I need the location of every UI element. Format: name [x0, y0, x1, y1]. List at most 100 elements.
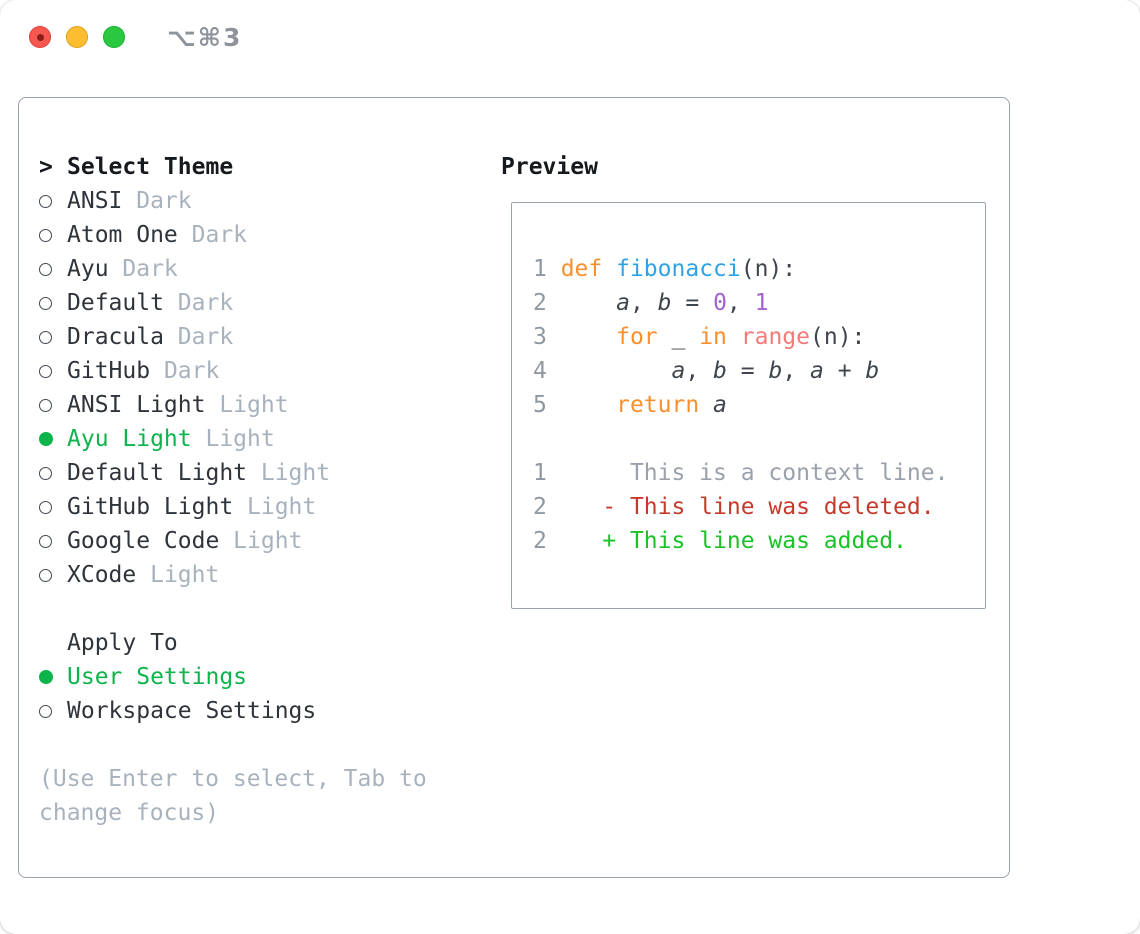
theme-variant-tag: Light — [247, 460, 331, 486]
window-controls — [29, 26, 125, 48]
code-token: (n): — [740, 256, 797, 282]
keyboard-hint: (Use Enter to select, Tab to change focu… — [39, 766, 427, 826]
code-token: _ — [657, 324, 700, 350]
theme-option-ansi-light-light[interactable]: ANSI Light Light — [39, 388, 489, 422]
option-label: Google Code — [67, 528, 220, 554]
option-label: Atom One — [67, 222, 178, 248]
code-token — [561, 358, 672, 384]
code-token: 1 — [754, 290, 769, 316]
code-line — [533, 422, 985, 456]
theme-option-dracula-dark[interactable]: Dracula Dark — [39, 320, 489, 354]
theme-option-ayu-light-light[interactable]: Ayu Light Light — [39, 422, 489, 456]
zoom-button[interactable] — [103, 26, 125, 48]
radio-selected-icon — [39, 432, 53, 446]
code-token: b — [657, 290, 672, 316]
theme-variant-tag: Light — [191, 426, 275, 452]
theme-option-google-code-light[interactable]: Google Code Light — [39, 524, 489, 558]
theme-option-github-light-light[interactable]: GitHub Light Light — [39, 490, 489, 524]
radio-icon — [39, 228, 52, 242]
select-theme-label: Select Theme — [67, 154, 234, 180]
line-number — [533, 426, 561, 452]
minimize-button[interactable] — [66, 26, 88, 48]
code-token — [602, 256, 616, 282]
theme-variant-tag: Dark — [150, 358, 220, 384]
radio-icon — [39, 534, 52, 548]
preview-label: Preview — [501, 154, 598, 180]
code-token: a — [671, 358, 686, 384]
radio-icon — [39, 330, 52, 344]
code-token: a — [713, 392, 727, 418]
option-label: ANSI — [67, 188, 123, 214]
apply-option-user-settings[interactable]: User Settings — [39, 660, 489, 694]
code-line: 5 return a — [533, 388, 985, 422]
code-token: + This line was added. — [560, 528, 907, 554]
apply-to-label: Apply To — [67, 630, 178, 656]
code-token: 0 — [713, 290, 727, 316]
line-number: 2 — [533, 494, 561, 520]
theme-variant-tag: Light — [136, 562, 220, 588]
apply-option-workspace-settings[interactable]: Workspace Settings — [39, 694, 489, 728]
theme-option-xcode-light[interactable]: XCode Light — [39, 558, 489, 592]
code-token: b — [713, 358, 727, 384]
theme-variant-tag: Dark — [122, 188, 192, 214]
code-token: b — [768, 358, 783, 384]
code-token — [561, 324, 616, 350]
close-button[interactable] — [29, 26, 51, 48]
code-token: , — [685, 358, 714, 384]
theme-variant-tag: Dark — [163, 324, 234, 350]
code-token: , — [782, 358, 811, 384]
code-token: return — [616, 392, 700, 418]
radio-icon — [39, 704, 52, 718]
code-token: b — [865, 358, 880, 384]
line-number: 1 — [533, 256, 561, 282]
radio-icon — [39, 364, 52, 378]
code-token: a — [616, 290, 630, 316]
theme-option-atom-one-dark[interactable]: Atom One Dark — [39, 218, 489, 252]
line-number: 2 — [533, 290, 561, 316]
code-token: , — [726, 290, 755, 316]
option-label: User Settings — [67, 664, 248, 690]
theme-option-ansi-dark[interactable]: ANSI Dark — [39, 184, 489, 218]
radio-icon — [39, 296, 52, 310]
radio-icon — [39, 466, 52, 480]
code-line: 1 This is a context line. — [533, 456, 985, 490]
preview-pane: 1 def fibonacci(n): 2 a, b = 0, 1 3 for _ … — [511, 202, 986, 609]
option-label: Ayu Light — [67, 426, 192, 452]
option-label: Workspace Settings — [67, 698, 317, 724]
code-token: = — [726, 358, 769, 384]
theme-option-github-dark[interactable]: GitHub Dark — [39, 354, 489, 388]
theme-option-default-dark[interactable]: Default Dark — [39, 286, 489, 320]
theme-option-ayu-dark[interactable]: Ayu Dark — [39, 252, 489, 286]
option-label: GitHub Light — [67, 494, 234, 520]
code-token: in — [699, 324, 727, 350]
code-line: 2 + This line was added. — [533, 524, 985, 558]
code-line: 1 def fibonacci(n): — [533, 252, 985, 286]
option-label: ANSI Light — [67, 392, 206, 418]
code-line: 4 a, b = b, a + b — [533, 354, 985, 388]
radio-icon — [39, 500, 52, 514]
line-number: 3 — [533, 324, 561, 350]
code-token — [699, 392, 713, 418]
theme-variant-tag: Dark — [108, 256, 178, 282]
theme-variant-tag: Light — [233, 494, 317, 520]
radio-icon — [39, 398, 52, 412]
theme-option-default-light-light[interactable]: Default Light Light — [39, 456, 489, 490]
option-label: Default — [67, 290, 164, 316]
apply-to-heading: Apply To — [39, 626, 489, 660]
window-title: ⌥⌘3 — [167, 22, 243, 52]
code-line: 3 for _ in range(n): — [533, 320, 985, 354]
option-label: GitHub — [67, 358, 151, 384]
code-line: 2 - This line was deleted. — [533, 490, 985, 524]
option-label: XCode — [67, 562, 137, 588]
select-theme-heading: > Select Theme — [39, 150, 489, 184]
code-token: a — [810, 358, 824, 384]
code-token: , — [629, 290, 658, 316]
code-token: - This line was deleted. — [560, 494, 935, 520]
code-token — [561, 392, 616, 418]
line-number: 2 — [533, 528, 561, 554]
